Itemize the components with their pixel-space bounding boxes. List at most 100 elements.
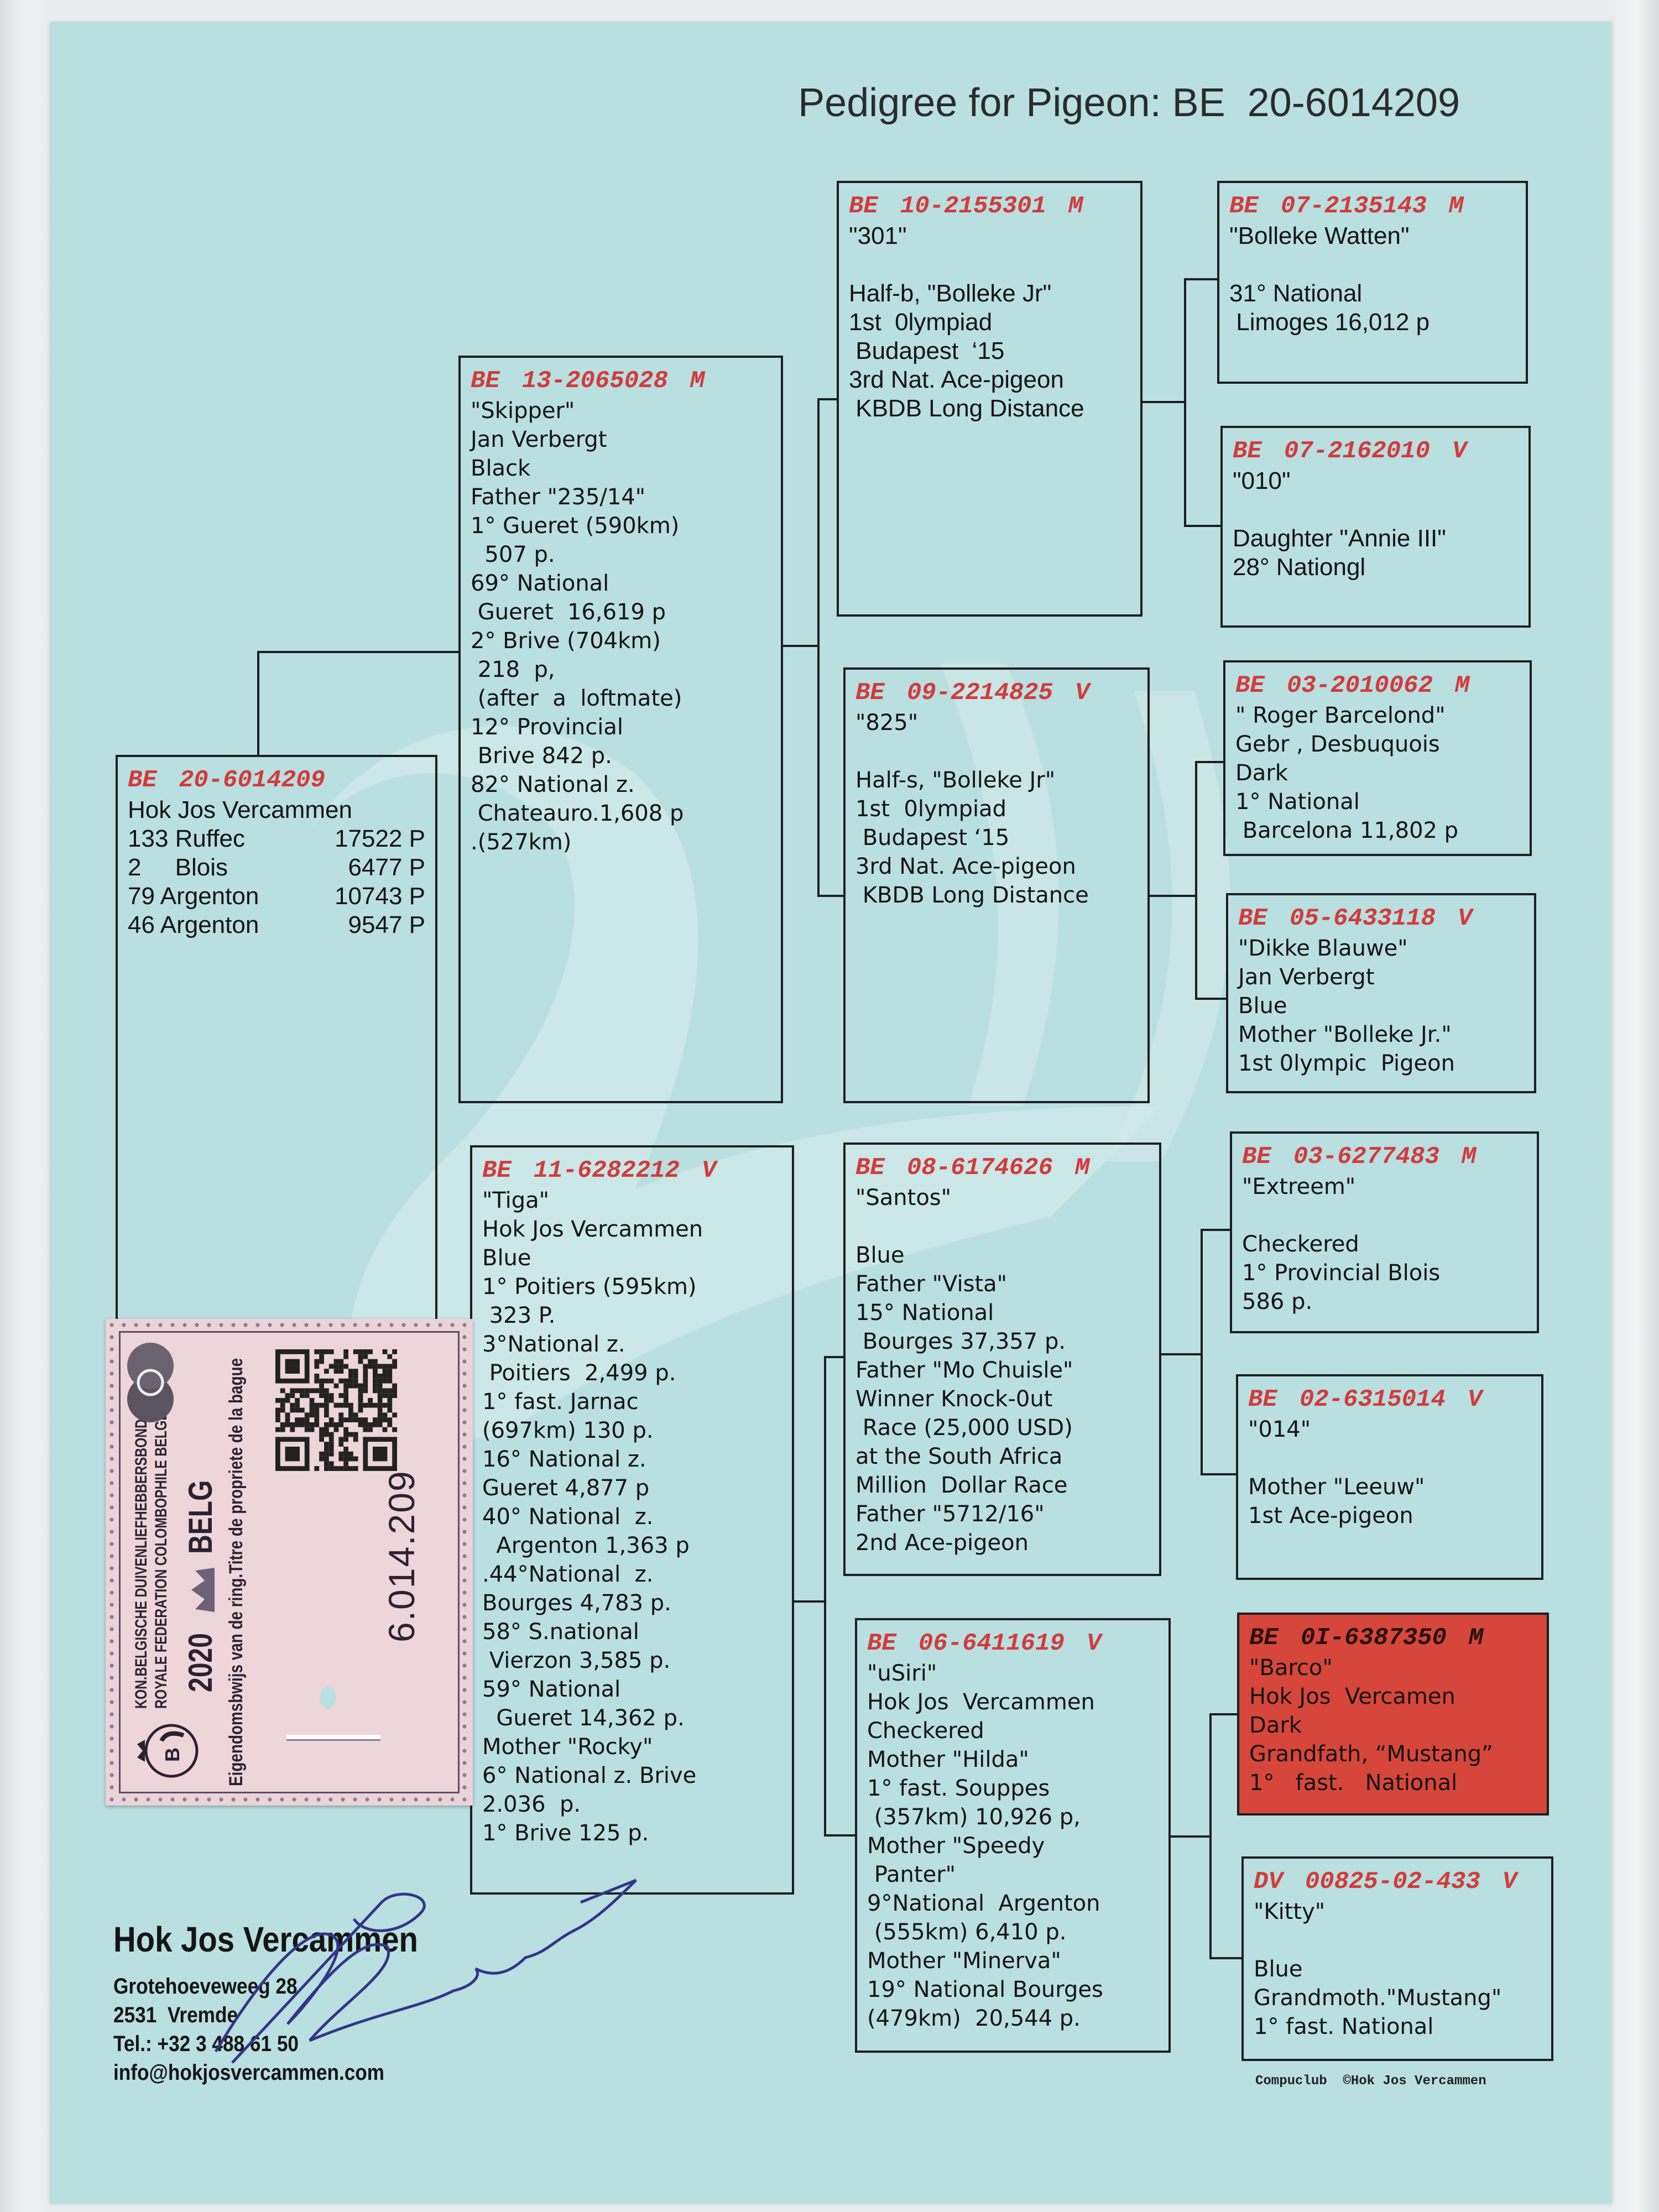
pedigree-line: Mother "Hilda" xyxy=(867,1747,1029,1772)
country-code: BE xyxy=(1233,437,1262,465)
pedigree-line: Father "235/14" xyxy=(471,484,646,510)
pedigree-line: "Dikke Blauwe" xyxy=(1238,936,1408,961)
ring-header: BE 07-2135143 M xyxy=(1229,191,1516,222)
pedigree-line: Jan Verbergt xyxy=(1238,964,1375,990)
pedigree-line: Blue xyxy=(1254,1957,1303,1982)
pedigree-line: Brive 842 p. xyxy=(471,743,612,769)
pedigree-line: " Roger Barcelond" xyxy=(1235,703,1446,728)
pedigree-line: Father "Mo Chuisle" xyxy=(855,1358,1073,1383)
pedigree-line: (479km) 20,544 p. xyxy=(867,2006,1081,2031)
race-name: 46 Argenton xyxy=(128,911,259,938)
pedigree-line: "uSiri" xyxy=(867,1661,937,1686)
pedigree-line: Hok Jos Vercammen xyxy=(867,1689,1095,1715)
race-participants: 6477 P xyxy=(348,854,425,881)
pedigree-line: Vierzon 3,585 p. xyxy=(482,1648,671,1673)
sex-code: V xyxy=(1074,679,1090,707)
pedigree-line: 1° Gueret (590km) xyxy=(471,513,680,539)
pedigree-line: (357km) 10,926 p, xyxy=(867,1804,1081,1830)
pedigree-line: "Skipper" xyxy=(471,398,575,424)
ring-number: 07-2162010 xyxy=(1284,437,1430,465)
crown-icon xyxy=(191,1568,215,1612)
pedigree-line: KBDB Long Distance xyxy=(855,883,1089,908)
pedigree-line: Gueret 4,877 p xyxy=(482,1475,650,1501)
pedigree-line: 6° National z. Brive xyxy=(482,1763,697,1788)
pedigree-line: 3rd Nat. Ace-pigeon xyxy=(855,854,1076,879)
pedigree-line: 12° Provincial xyxy=(471,714,623,740)
pedigree-line: Mother "Minerva" xyxy=(867,1948,1061,1974)
pedigree-line: 69° National xyxy=(471,571,609,596)
pedigree-line: Mother "Rocky" xyxy=(482,1734,653,1760)
sex-code: M xyxy=(1448,192,1464,220)
pedigree-line: "Kitty" xyxy=(1254,1899,1326,1924)
sex-code: V xyxy=(1457,905,1473,932)
pedigree-line: Half-s, "Bolleke Jr" xyxy=(855,768,1056,793)
pedigree-line: 15° National xyxy=(855,1300,994,1326)
ring-number: 02-6315014 xyxy=(1299,1386,1446,1413)
pedigree-line: 2nd Ace-pigeon xyxy=(855,1530,1029,1556)
ring-number: 10-2155301 xyxy=(900,192,1046,220)
pedigree-line: Budapest ‘15 xyxy=(855,825,1010,851)
pedigree-line: Checkered xyxy=(867,1718,984,1744)
pedigree-line: Barcelona 11,802 p xyxy=(1235,818,1459,843)
pedigree-line: 31° National xyxy=(1229,280,1363,307)
ring-number: 13-2065028 xyxy=(521,367,668,395)
pedigree-line: 59° National xyxy=(482,1677,621,1702)
ring-number: 05-6433118 xyxy=(1289,905,1436,932)
pedigree-line: 1° fast. National xyxy=(1254,2014,1434,2039)
ring-number: 03-2010062 xyxy=(1286,672,1433,700)
pedigree-line: 3rd Nat. Ace-pigeon xyxy=(849,366,1064,393)
pedigree-line: Father "5712/16" xyxy=(855,1501,1045,1527)
pedigree-line: Race (25,000 USD) xyxy=(855,1415,1073,1441)
sex-code: V xyxy=(1502,1868,1517,1896)
logo-letter: B xyxy=(161,1747,184,1762)
pedigree-line: "Tiga" xyxy=(482,1188,550,1213)
pedigree-line: KBDB Long Distance xyxy=(849,395,1084,422)
connector-sd-parents xyxy=(1150,761,1226,1000)
sex-code: M xyxy=(1074,1154,1090,1182)
pedigree-line: Chateauro.1,608 p xyxy=(471,801,684,826)
connector-ds-parents xyxy=(1161,1229,1236,1475)
pedigree-line: 19° National Bourges xyxy=(867,1977,1103,2002)
ring-number: 09-2214825 xyxy=(906,679,1053,707)
pedigree-line: 1° fast. Souppes xyxy=(867,1776,1050,1801)
pedigree-line: Bourges 4,783 p. xyxy=(482,1590,671,1616)
pedigree-line: 1° fast. National xyxy=(1249,1770,1458,1796)
pedigree-line: .44°National z. xyxy=(482,1562,654,1587)
pedigree-line: "Bolleke Watten" xyxy=(1229,222,1410,249)
pedigree-line: 1° Provincial Blois xyxy=(1242,1260,1441,1286)
country-code: BE xyxy=(855,679,885,707)
pedigree-line: 3°National z. xyxy=(482,1332,625,1357)
ring-number: 08-6174626 xyxy=(906,1154,1053,1182)
race-participants: 10743 P xyxy=(335,883,425,910)
pedigree-line: 507 p. xyxy=(471,542,555,567)
ring-number: 0I-6387350 xyxy=(1300,1624,1447,1652)
sex-code: M xyxy=(690,367,705,395)
country-code: BE xyxy=(1235,672,1265,700)
pedigree-line: 1st Ace-pigeon xyxy=(1248,1503,1413,1528)
pedigree-line: 1st 0lympiad xyxy=(855,796,1007,822)
pedigree-line: 2° Brive (704km) xyxy=(471,628,661,654)
country-code: BE xyxy=(1229,192,1259,220)
pedigree-line: Gebr , Desbuquois xyxy=(1235,732,1440,757)
ring-number: 07-2135143 xyxy=(1280,192,1427,220)
pedigree-line: Bourges 37,357 p. xyxy=(855,1329,1066,1354)
crest-icon xyxy=(127,1343,174,1422)
qr-code xyxy=(275,1349,397,1471)
connector-subject-sire xyxy=(257,651,458,755)
country-code: BE xyxy=(1242,1143,1271,1171)
race-participants: 17522 P xyxy=(335,825,425,852)
pedigree-line: 58° S.national xyxy=(482,1619,639,1645)
